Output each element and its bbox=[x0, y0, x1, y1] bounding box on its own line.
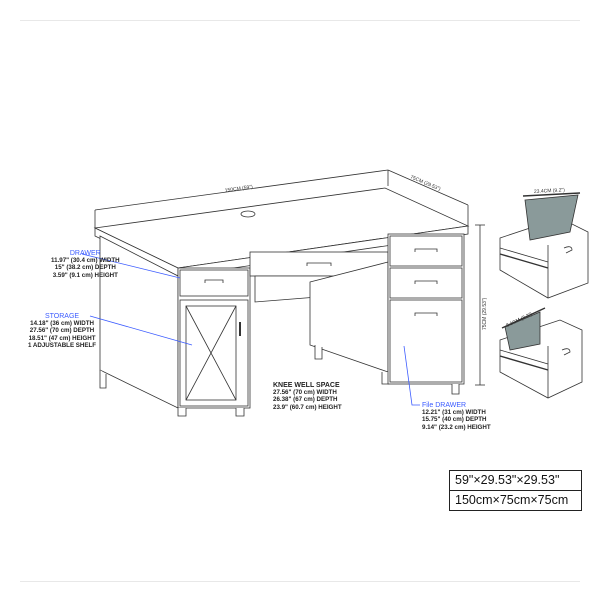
drawer-height: 3.59" (9.1 cm) HEIGHT bbox=[52, 271, 118, 279]
storage-title: STORAGE bbox=[44, 313, 80, 320]
drawer-annotation: DRAWER 11.97" (30.4 cm) WIDTH 15" (38.2 … bbox=[51, 250, 120, 279]
drawer-depth: 15" (38.2 cm) DEPTH bbox=[54, 264, 116, 272]
storage-shelf: 1 ADJUSTABLE SHELF bbox=[28, 341, 97, 349]
grommet-hole bbox=[240, 210, 256, 218]
size-metric: 150cm×75cm×75cm bbox=[450, 490, 581, 510]
file-drawer-height: 9.14" (23.2 cm) HEIGHT bbox=[422, 423, 491, 431]
knee-well-depth: 26.38" (67 cm) DEPTH bbox=[273, 396, 338, 404]
depth-dimension-label: 75CM (29.53") bbox=[409, 174, 441, 192]
storage-depth: 27.56" (70 cm) DEPTH bbox=[29, 327, 95, 335]
drawer-handle-icon bbox=[414, 248, 438, 252]
file-drawer-inset-lower: 8.1CM (3.2") bbox=[499, 307, 583, 399]
file-drawer-title: File DRAWER bbox=[422, 402, 467, 409]
overall-size-table: 59"×29.53"×29.53" 150cm×75cm×75cm bbox=[449, 470, 582, 511]
drawer-title: DRAWER bbox=[69, 250, 101, 257]
width-dimension-line: 150CM (59") bbox=[94, 169, 389, 228]
drawer-handle-icon bbox=[414, 312, 438, 316]
file-drawer[interactable] bbox=[389, 299, 463, 383]
storage-annotation: STORAGE 14.18" (36 cm) WIDTH 27.56" (70 … bbox=[28, 313, 96, 349]
storage-height: 18.51" (47 cm) HEIGHT bbox=[28, 334, 96, 342]
file-drawer-inset-upper: 23.4CM (9.2") bbox=[499, 187, 589, 299]
drawer-handle-icon bbox=[204, 279, 224, 283]
knee-well-title: KNEE WELL SPACE bbox=[273, 382, 340, 389]
drawer-handle-icon bbox=[414, 280, 438, 284]
knee-well-height: 23.9" (60.7 cm) HEIGHT bbox=[273, 403, 342, 411]
image-frame bbox=[20, 20, 580, 582]
height-dimension-line: 75CM (29.53") bbox=[475, 224, 488, 386]
left-pedestal bbox=[99, 235, 251, 417]
file-drawer-upper-label: 23.4CM (9.2") bbox=[534, 187, 566, 195]
width-dimension-label: 150CM (59") bbox=[224, 184, 253, 194]
drawer-handle-icon bbox=[561, 348, 571, 356]
file-drawer-depth: 15.75" (40 cm) DEPTH bbox=[422, 416, 487, 424]
height-dimension-label: 75CM (29.53") bbox=[482, 297, 488, 330]
file-drawer-width: 12.21" (31 cm) WIDTH bbox=[422, 409, 486, 417]
drawer-handle-icon bbox=[306, 262, 332, 266]
knee-well-annotation: KNEE WELL SPACE 27.56" (70 cm) WIDTH 26.… bbox=[273, 382, 342, 411]
storage-width: 14.18" (36 cm) WIDTH bbox=[30, 320, 94, 328]
drawer-width: 11.97" (30.4 cm) WIDTH bbox=[51, 257, 120, 265]
size-imperial: 59"×29.53"×29.53" bbox=[455, 473, 560, 487]
file-drawer-annotation: File DRAWER 12.21" (31 cm) WIDTH 15.75" … bbox=[422, 402, 491, 431]
drawer-handle-icon bbox=[563, 246, 573, 254]
callout-lines bbox=[81, 253, 420, 406]
right-pedestal bbox=[309, 233, 465, 395]
knee-well-width: 27.56" (70 cm) WIDTH bbox=[273, 389, 337, 397]
